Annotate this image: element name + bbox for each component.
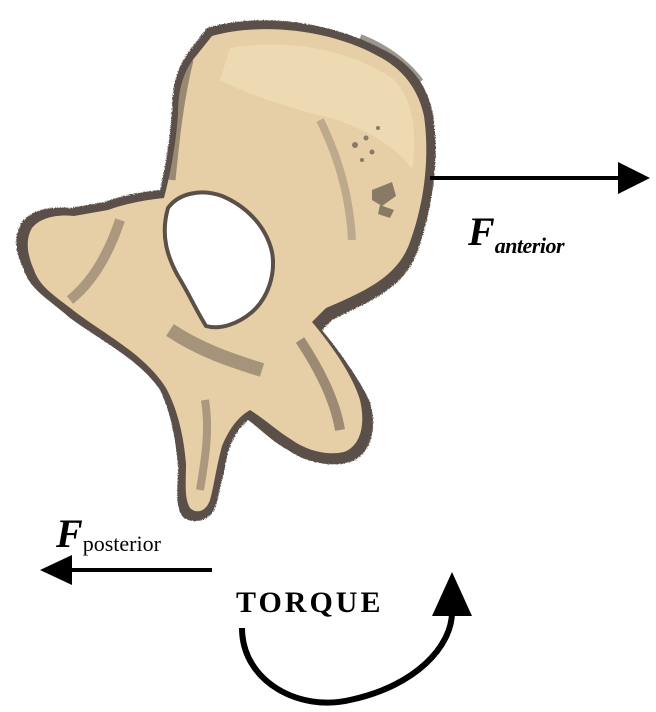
anterior-force-arrow [430, 162, 650, 194]
posterior-force-label: Fposterior [56, 510, 161, 557]
torque-label: TORQUE [236, 586, 383, 620]
anterior-force-subscript: anterior [495, 233, 564, 258]
vertebra-illustration [16, 20, 435, 521]
anterior-force-symbol: F [468, 209, 495, 254]
posterior-force-subscript: posterior [83, 531, 161, 556]
anterior-force-label: Fanterior [468, 208, 564, 255]
posterior-force-arrow [40, 555, 212, 585]
posterior-force-symbol: F [56, 511, 83, 556]
